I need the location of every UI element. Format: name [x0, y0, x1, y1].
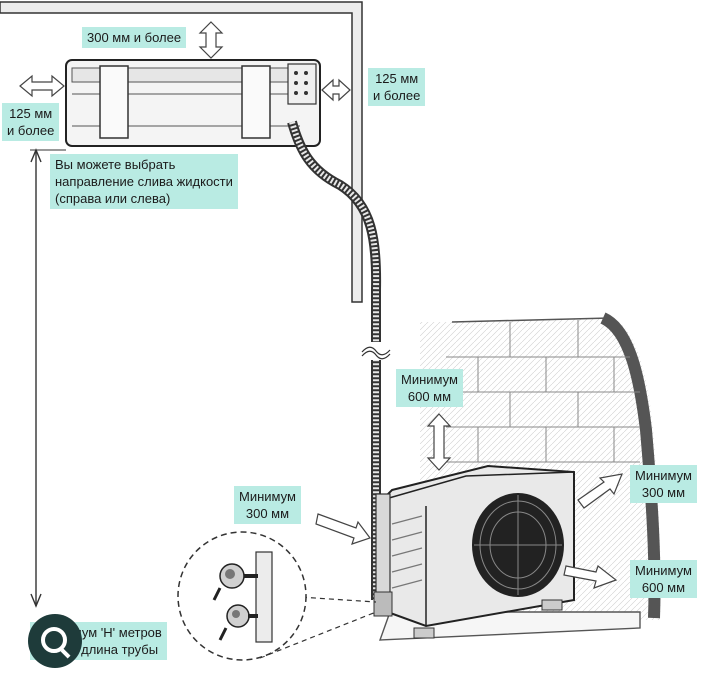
- outdoor-top-clearance-label: Минимум 600 мм: [396, 369, 463, 407]
- right-clearance-arrow: [321, 78, 351, 102]
- right-clearance-label: 125 мм и более: [368, 68, 426, 106]
- indoor-unit: [65, 59, 321, 147]
- outdoor-left-clearance-label: Минимум 300 мм: [234, 486, 301, 524]
- outdoor-left-arrow: [315, 513, 371, 545]
- drain-direction-note: Вы можете выбрать направление слива жидк…: [50, 154, 238, 209]
- outdoor-top-arrow: [426, 413, 452, 471]
- left-clearance-arrow: [19, 74, 65, 98]
- outdoor-right-bottom-arrow: [563, 565, 618, 589]
- outdoor-right-bottom-clearance-label: Минимум 600 мм: [630, 560, 697, 598]
- valve-detail-callout: [177, 531, 377, 661]
- outdoor-right-top-clearance-label: Минимум 300 мм: [630, 465, 697, 503]
- top-clearance-arrow: [198, 21, 224, 59]
- indoor-wall: [0, 1, 363, 303]
- outdoor-unit: [373, 464, 575, 639]
- outdoor-right-top-arrow: [577, 473, 623, 509]
- left-clearance-label: 125 мм и более: [2, 103, 60, 141]
- lens-search-icon[interactable]: [28, 614, 82, 668]
- top-clearance-label: 300 мм и более: [82, 27, 187, 48]
- drain-pipe: [287, 120, 391, 600]
- height-dimension-line: [30, 148, 66, 608]
